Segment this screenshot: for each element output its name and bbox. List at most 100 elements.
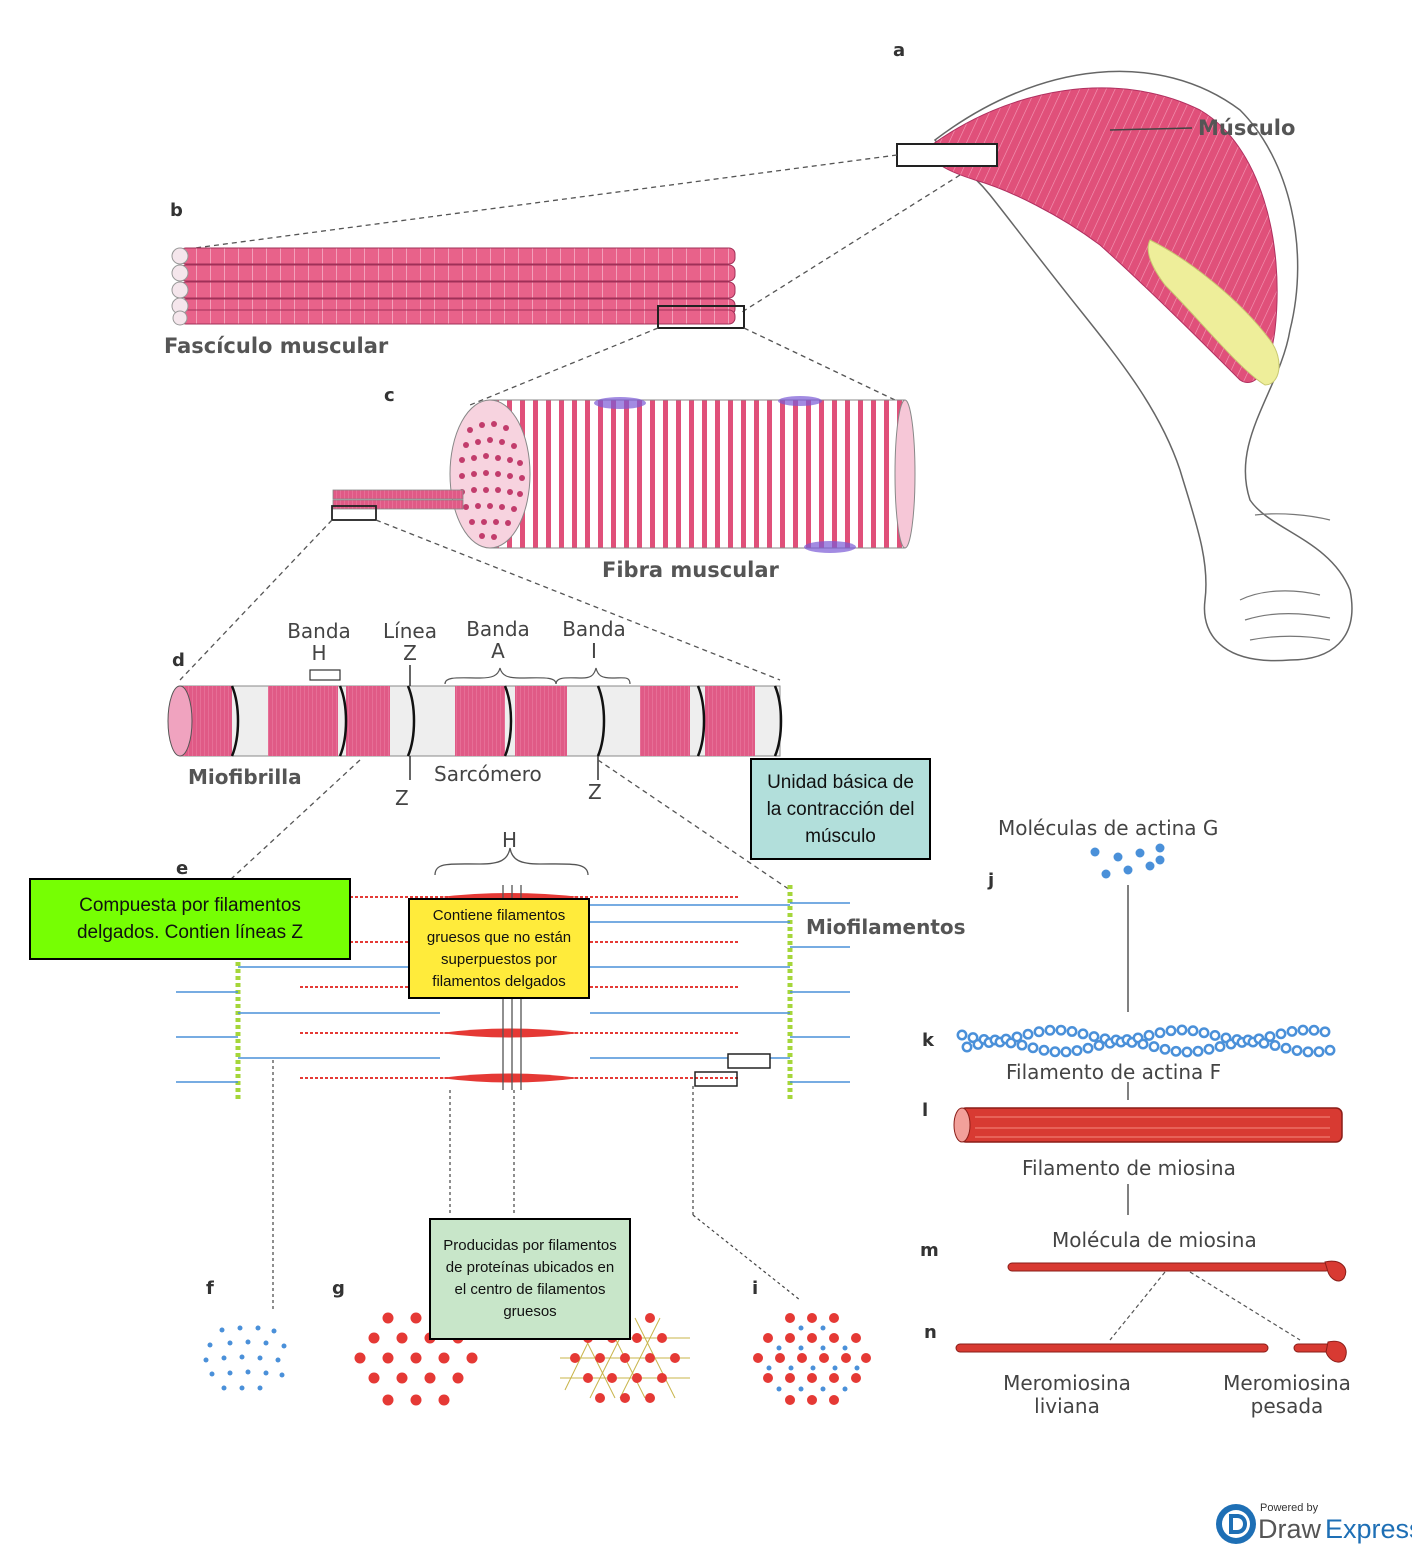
meromiosina-liviana-line2: liviana — [1034, 1394, 1100, 1418]
actin-bead — [1071, 1045, 1083, 1056]
miofibrilla-label: Miofibrilla — [188, 765, 302, 789]
banda-h-line1: Banda — [287, 619, 351, 643]
brand-name-express: Express — [1325, 1514, 1412, 1544]
musculo-pointer — [1109, 127, 1193, 131]
fascicle-zoom-box — [657, 305, 745, 329]
banda-a-line2: A — [491, 639, 505, 663]
actin-bead — [1319, 1026, 1331, 1038]
note-unidad-basica[interactable]: Unidad básica de la contracción del músc… — [750, 758, 931, 860]
note-producidas-text: Producidas por filamentos de proteínas u… — [443, 1237, 617, 1320]
letter-m: m — [920, 1240, 939, 1261]
actin-bead — [1143, 1029, 1155, 1041]
actin-bead — [1077, 1028, 1089, 1040]
banda-i-line1: Banda — [562, 617, 626, 641]
miosina-filament-label: Filamento de miosina — [1022, 1156, 1236, 1180]
arm-tendon — [1147, 239, 1280, 386]
myosin-filament — [953, 1107, 1343, 1143]
h-zone-brace — [434, 847, 589, 876]
light-meromyosin — [955, 1343, 1269, 1353]
actina-g-label: Moléculas de actina G — [998, 816, 1219, 840]
zoom-lines-a-b — [179, 154, 961, 313]
actin-bead — [956, 1029, 968, 1041]
cross-section-f — [203, 1325, 287, 1391]
actin-bead — [1264, 1031, 1276, 1042]
actina-f-label: Filamento de actina F — [1006, 1060, 1222, 1084]
zoom-lines-b-c — [469, 327, 896, 406]
drawexpress-logo-icon — [1216, 1504, 1256, 1544]
brand-name-draw: Draw — [1258, 1514, 1322, 1544]
actin-bead — [1258, 1037, 1270, 1049]
z-right-label: Z — [588, 780, 602, 804]
overlap-zoom-box — [694, 1071, 738, 1087]
banda-h-line2: H — [311, 641, 327, 665]
actin-bead — [1291, 1045, 1303, 1057]
actin-bead — [1027, 1042, 1039, 1054]
linea-z-line1: Línea — [383, 619, 437, 643]
cross-section-drop-lines — [272, 1060, 801, 1310]
actin-bead — [1192, 1045, 1204, 1057]
banda-a-line1: Banda — [466, 617, 530, 641]
zoom-lines-c-d — [179, 519, 781, 681]
banda-i-line2: I — [591, 639, 597, 663]
actin-bead — [1187, 1025, 1199, 1037]
arm-illustration — [896, 70, 1353, 662]
meromiosina-liviana-label: Meromiosina liviana — [984, 1372, 1150, 1418]
banda-a-label: Banda A — [458, 618, 538, 662]
actin-bead — [1181, 1046, 1193, 1058]
banda-i-label: Banda I — [554, 618, 634, 662]
note-contiene-text: Contiene filamentos gruesos que no están… — [426, 906, 572, 990]
note-compuesta-text: Compuesta por filamentos delgados. Conti… — [76, 895, 304, 943]
letter-g: g — [332, 1278, 345, 1299]
actin-bead — [1214, 1041, 1226, 1053]
letter-b: b — [170, 200, 183, 221]
actin-g-molecules — [1090, 843, 1165, 879]
letter-n: n — [924, 1322, 937, 1343]
actin-bead — [1313, 1046, 1325, 1058]
actin-f-filament — [956, 1024, 1336, 1058]
actin-bead — [1016, 1039, 1028, 1051]
fiber-cross-section-dots — [459, 421, 525, 540]
actin-bead — [1203, 1043, 1215, 1055]
actin-bead — [1044, 1024, 1056, 1036]
actin-bead — [1209, 1029, 1221, 1041]
letter-k: k — [922, 1030, 934, 1051]
letter-d: d — [172, 650, 185, 671]
cross-section-i — [753, 1313, 871, 1405]
fiber-illustration — [331, 396, 916, 553]
actin-bead — [1033, 1026, 1045, 1038]
letter-j: j — [988, 870, 995, 891]
letter-i: i — [752, 1278, 759, 1299]
musculo-label: Músculo — [1198, 116, 1296, 140]
note-contiene[interactable]: Contiene filamentos gruesos que no están… — [408, 898, 590, 999]
actin-zoom-box — [727, 1053, 771, 1069]
actin-bead — [1088, 1031, 1100, 1043]
heavy-meromyosin — [1293, 1340, 1347, 1363]
meromiosina-pesada-label: Meromiosina pesada — [1204, 1372, 1370, 1418]
fist-lines — [1239, 513, 1331, 641]
fiber-zoom-box — [331, 505, 377, 521]
actin-bead — [1154, 1027, 1166, 1039]
meromiosina-pesada-line2: pesada — [1250, 1394, 1324, 1418]
banda-h-label: Banda H — [280, 620, 358, 664]
actin-bead — [1060, 1046, 1072, 1058]
actin-bead — [1280, 1042, 1292, 1054]
fasciculo-label: Fascículo muscular — [164, 334, 389, 358]
actin-bead — [1297, 1024, 1309, 1036]
actin-bead — [1176, 1024, 1188, 1036]
letter-f: f — [206, 1278, 214, 1299]
actin-bead — [1198, 1027, 1210, 1039]
arm-zoom-box — [896, 143, 998, 167]
miosina-molecule-label: Molécula de miosina — [1052, 1228, 1257, 1252]
actin-bead — [1170, 1045, 1182, 1057]
fibra-label: Fibra muscular — [602, 558, 779, 582]
myosin-molecule — [1007, 1260, 1347, 1282]
actin-bead — [1038, 1044, 1050, 1056]
i-band-brace — [555, 667, 631, 685]
actin-bead — [1137, 1038, 1149, 1050]
zoom-lines-d-e — [229, 759, 791, 891]
actin-bead — [1148, 1041, 1160, 1053]
actin-bead — [1165, 1025, 1177, 1037]
note-producidas[interactable]: Producidas por filamentos de proteínas u… — [429, 1218, 631, 1340]
note-compuesta[interactable]: Compuesta por filamentos delgados. Conti… — [29, 878, 351, 960]
actin-bead — [1005, 1037, 1017, 1049]
